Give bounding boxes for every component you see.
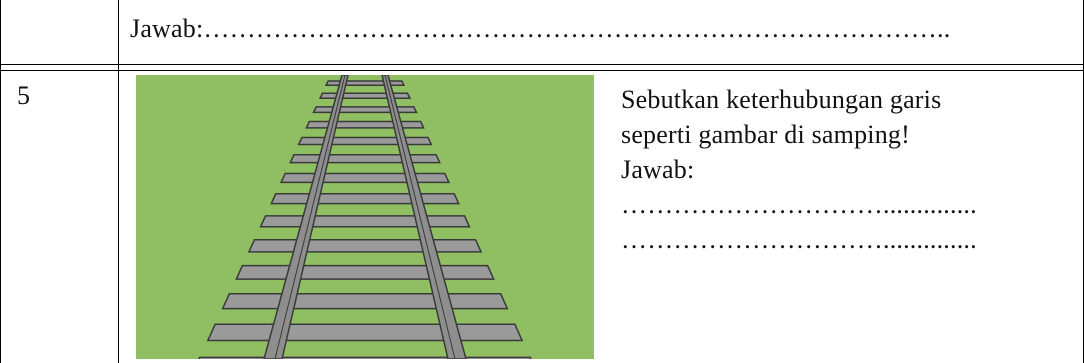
answer-blank-line-2: ………………………….............. <box>621 225 977 254</box>
track-sleeper <box>324 80 406 87</box>
track-sleeper <box>247 238 483 253</box>
track-sleeper <box>312 106 418 114</box>
question-number: 5 <box>17 81 31 110</box>
row-divider-bottom <box>0 70 1084 71</box>
track-sleeper <box>305 120 425 129</box>
answer-label: Jawab: <box>621 155 695 184</box>
answer-blank-line-1: ………………………….............. <box>621 190 977 219</box>
track-sleeper <box>235 264 495 280</box>
question-prompt-line-2: seperti gambar di samping! <box>621 120 910 149</box>
track-sleeper <box>259 215 471 228</box>
track-sleeper <box>279 172 451 184</box>
track-sleeper <box>206 323 524 342</box>
table-left-border <box>0 0 1 363</box>
rail-edge-line <box>384 75 456 359</box>
rail-edge-line <box>274 75 346 359</box>
previous-answer-line: Jawab:………………………………………………………………………….. <box>130 14 951 43</box>
table-column-divider <box>118 0 119 363</box>
track-sleeper <box>318 92 412 99</box>
track-sleeper <box>221 293 509 310</box>
question-prompt-line-1: Sebutkan keterhubungan garis <box>621 85 942 114</box>
railway-track-image <box>136 75 594 359</box>
track-sleeper <box>270 193 460 205</box>
track-sleeper <box>198 356 532 359</box>
track-sleeper <box>289 153 441 164</box>
track-rails <box>263 75 467 359</box>
row-divider-top <box>0 64 1084 65</box>
track-sleeper <box>297 136 433 146</box>
